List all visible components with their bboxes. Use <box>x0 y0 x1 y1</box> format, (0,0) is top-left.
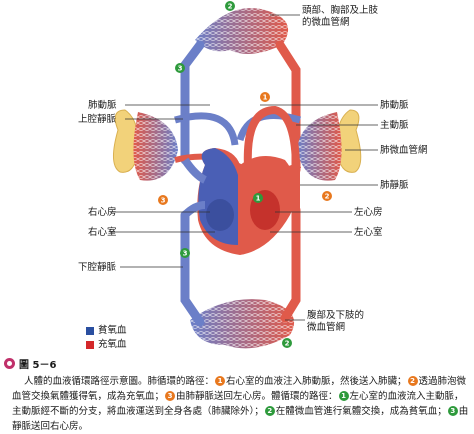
marker-green-2-bottom: 2 <box>282 338 292 348</box>
pulmonary-arteries <box>174 112 302 146</box>
svg-text:3: 3 <box>161 197 166 205</box>
caption-marker-green-2: 2 <box>264 406 275 416</box>
caption-title: 人體的血液循環路徑示意圖。 <box>24 376 148 387</box>
caption-marker-orange-2: 2 <box>407 376 418 386</box>
label-right-atrium: 右心房 <box>88 206 117 218</box>
figure-label-row: 圖 5－6 <box>4 356 470 371</box>
aorta <box>243 105 300 191</box>
caption-marker-green-1: 1 <box>338 391 349 401</box>
caption-marker-orange-1: 1 <box>215 376 226 386</box>
legend: 貧氧血 充氧血 <box>86 324 127 352</box>
marker-green-1-heart: 1 <box>253 193 263 203</box>
svg-text:2: 2 <box>285 340 290 348</box>
label-superior-vena-cava: 上腔靜脈 <box>78 113 117 125</box>
legend-oxygenated: 充氧血 <box>86 338 127 352</box>
marker-orange-3-lung: 3 <box>158 195 168 205</box>
label-lung-capillaries: 肺微血管網 <box>380 144 428 156</box>
right-ventricle-chamber <box>206 199 234 231</box>
marker-green-3-ivc: 3 <box>180 248 190 258</box>
right-lung <box>297 109 362 181</box>
oxygenated-swatch <box>86 341 94 349</box>
deoxygenated-swatch <box>86 327 94 335</box>
caption-p6: 在體微血管進行氣體交換，成為貧氧血； <box>275 406 447 417</box>
marker-green-2-top: 2 <box>225 1 235 11</box>
label-left-atrium: 左心房 <box>354 206 383 218</box>
heart <box>197 148 297 255</box>
label-lower-capillaries: 腹部及下肢的 <box>307 309 364 321</box>
caption-p1: 肺循環的路徑： <box>147 376 215 387</box>
caption-p3: 透過肺泡微血管交換氣體獲得氧，成為充氧血； <box>12 376 467 402</box>
svg-text:3: 3 <box>178 65 183 73</box>
marker-orange-1-pulmonary: 1 <box>260 92 270 102</box>
label-pulmonary-artery-right: 肺動脈 <box>380 99 409 111</box>
label-aorta: 主動脈 <box>380 119 409 131</box>
caption-p2: 右心室的血液注入肺動脈，然後送入肺臟； <box>226 376 407 387</box>
label-left-ventricle: 左心室 <box>354 226 383 238</box>
label-inferior-vena-cava: 下腔靜脈 <box>78 261 117 273</box>
label-upper-capillaries-2: 的微血管網 <box>302 16 350 28</box>
svg-text:1: 1 <box>256 195 261 203</box>
caption-marker-green-3: 3 <box>447 406 458 416</box>
marker-green-3-left: 3 <box>175 63 185 73</box>
svg-text:2: 2 <box>325 193 330 201</box>
label-pulmonary-artery-left: 肺動脈 <box>88 99 117 111</box>
svc-junction <box>181 157 207 184</box>
left-lung <box>113 109 178 181</box>
caption-p5: 左心室的血液流入主動脈，主動脈經不斷的分支，將血液運送到全身各處（肺臟除外）； <box>12 391 464 417</box>
label-lower-capillaries-2: 微血管網 <box>307 321 345 333</box>
caption-p7: 由靜脈送回右心房。 <box>12 406 469 432</box>
upper-capillary-network <box>195 8 289 54</box>
legend-oxygenated-label: 充氧血 <box>98 339 127 350</box>
label-pulmonary-vein: 肺靜脈 <box>380 179 409 191</box>
svg-text:1: 1 <box>263 94 268 102</box>
ivc-junction <box>182 201 206 218</box>
marker-orange-2-lung: 2 <box>322 191 332 201</box>
svg-text:3: 3 <box>183 250 188 258</box>
label-upper-capillaries: 頭部、胸部及上肢 <box>302 4 379 16</box>
systemic-veins <box>180 40 205 327</box>
svg-text:2: 2 <box>228 3 233 11</box>
caption-p4: 由肺靜脈送回左心房。體循環的路徑： <box>176 391 338 402</box>
legend-deoxygenated-label: 貧氧血 <box>98 325 127 336</box>
legend-deoxygenated: 貧氧血 <box>86 324 127 338</box>
leader-lines <box>110 14 378 321</box>
label-right-ventricle: 右心室 <box>88 226 117 238</box>
lower-capillary-network <box>190 299 295 349</box>
figure-label: 圖 5－6 <box>19 360 57 371</box>
figure-icon <box>4 358 15 369</box>
caption-marker-orange-3: 3 <box>165 391 176 401</box>
